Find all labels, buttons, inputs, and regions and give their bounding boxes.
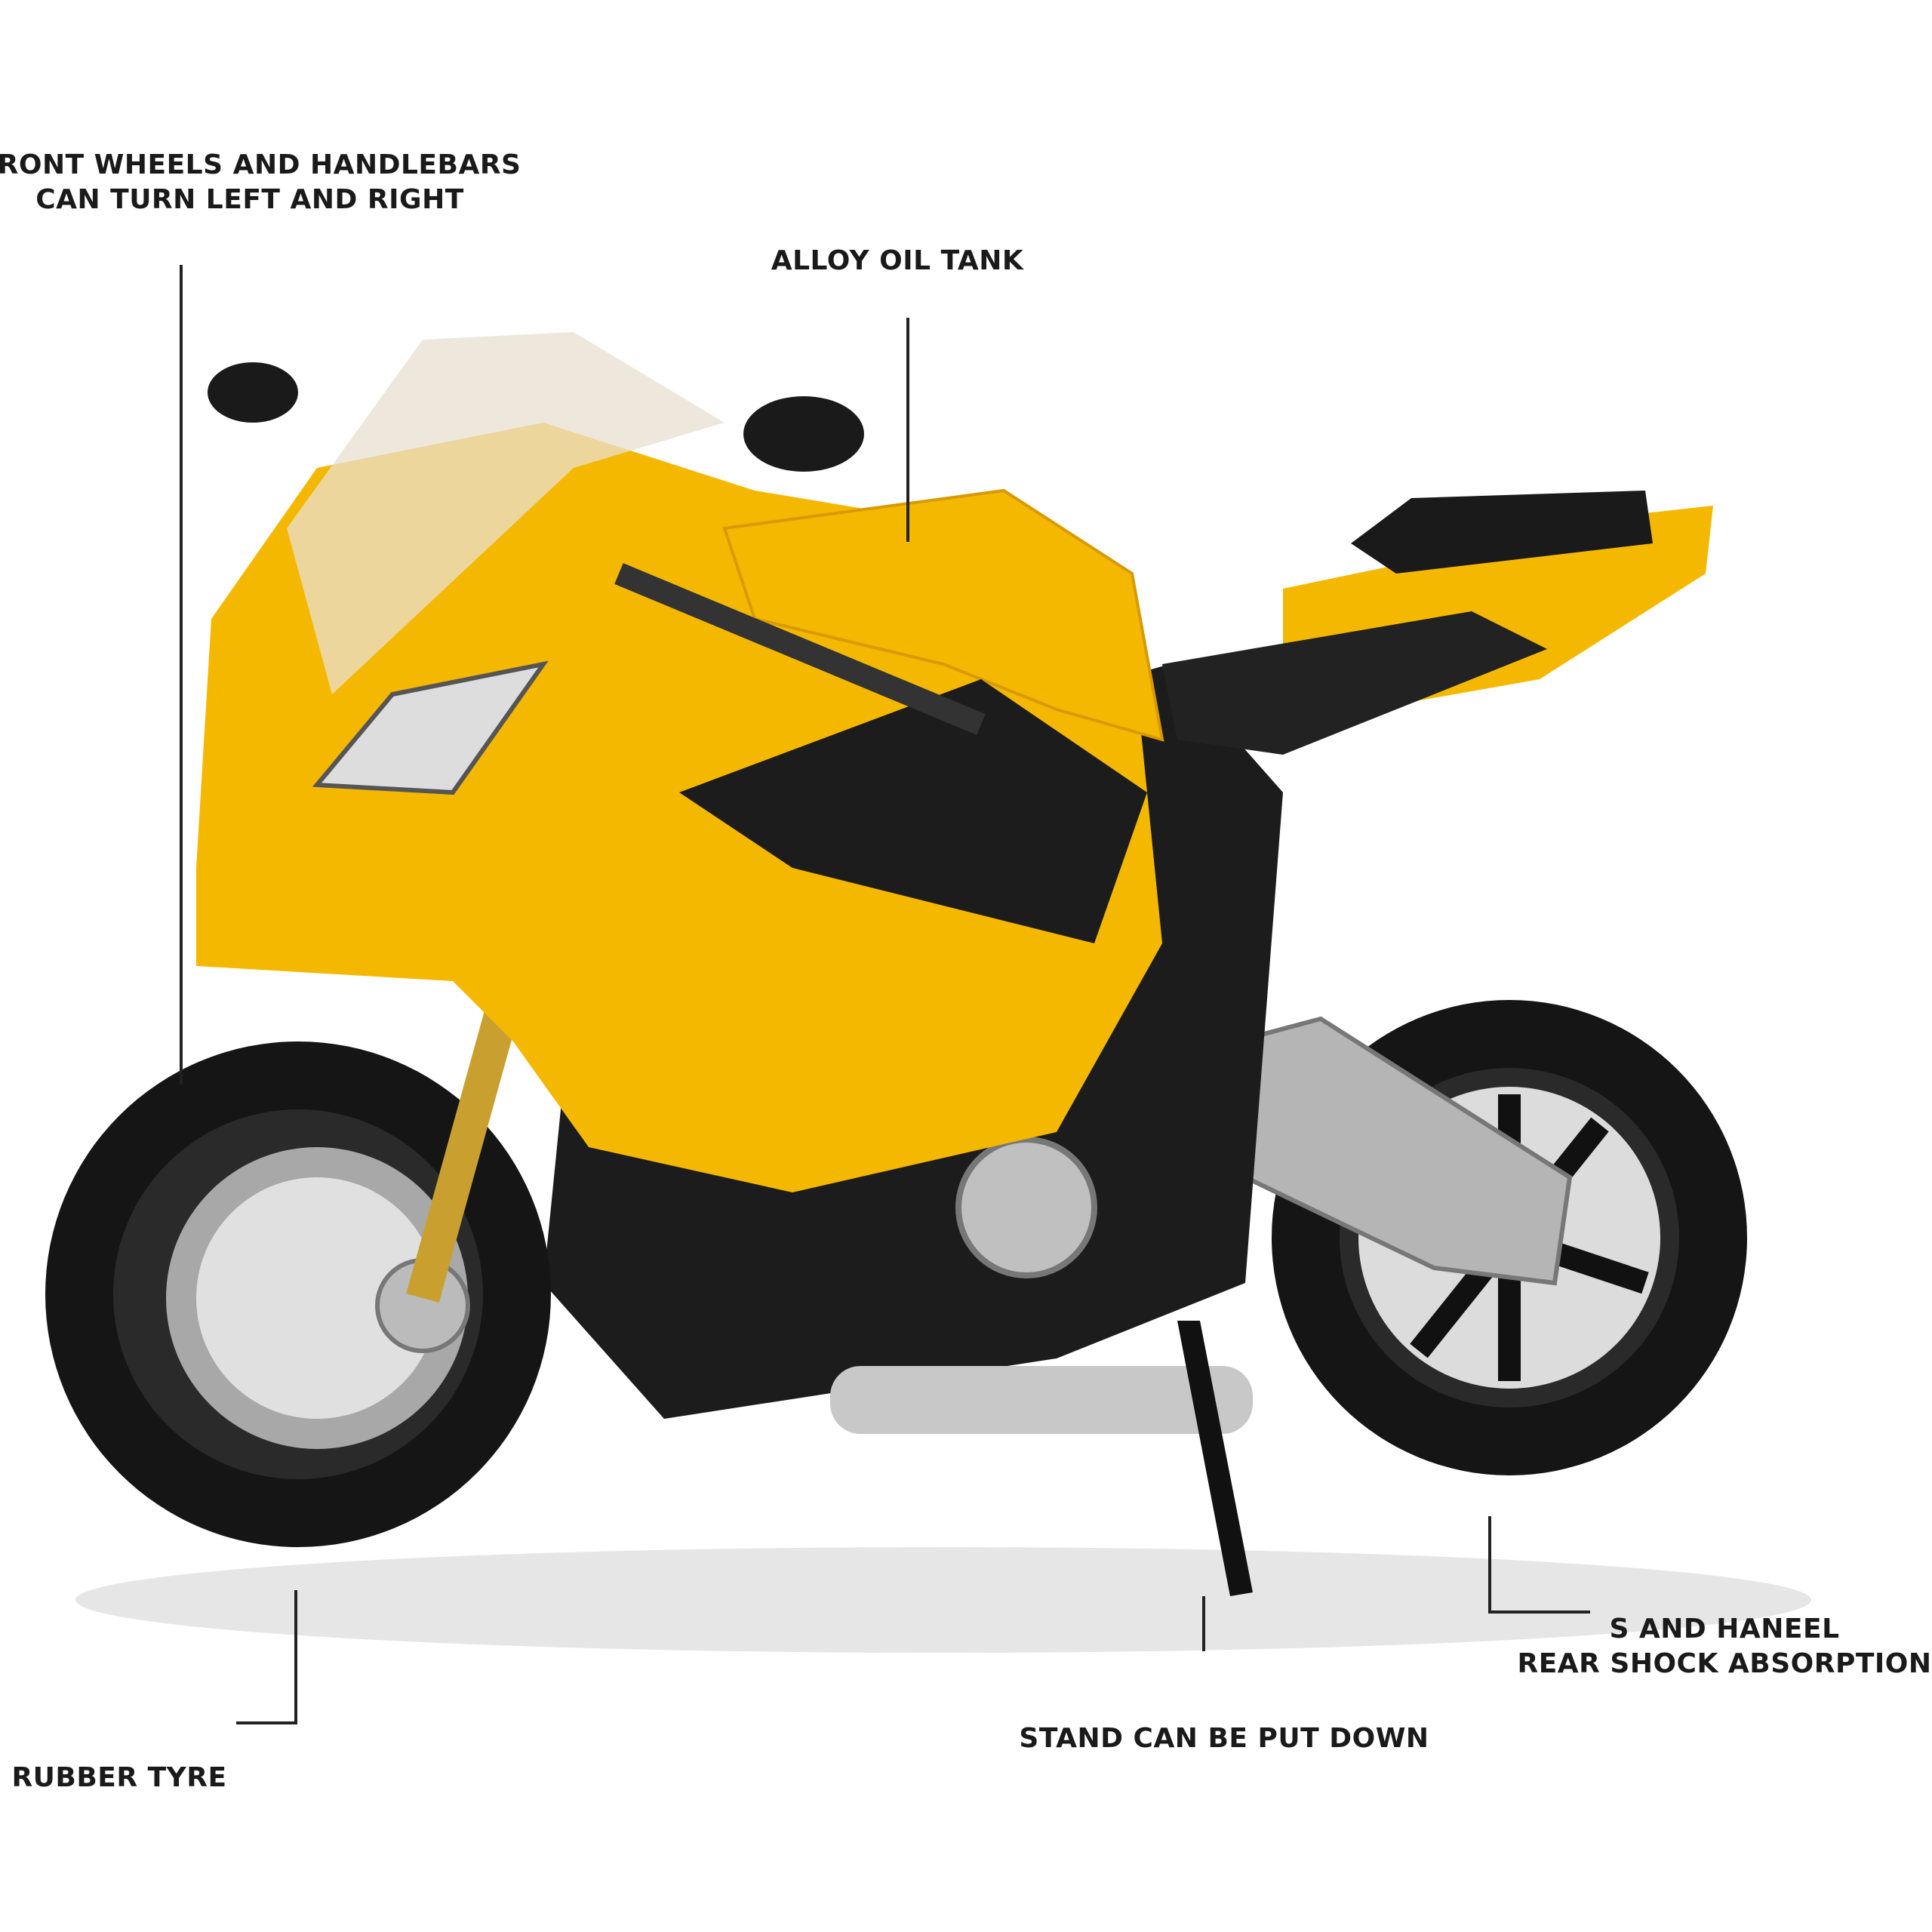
rubber-tyre-label: RUBBER TYRE xyxy=(11,1762,227,1793)
front-wheels-label-line1: FRONT WHEELS AND HANDLEBARS xyxy=(0,149,521,180)
front-wheels-leader-line xyxy=(180,265,183,1084)
handlebar xyxy=(614,563,986,735)
stand-label: STAND CAN BE PUT DOWN xyxy=(1019,1723,1429,1754)
rear-shock-label: S AND HANEEL REAR SHOCK ABSORPTION xyxy=(1517,1612,1931,1681)
oil-tank-label: ALLOY OIL TANK xyxy=(771,245,1024,276)
stand-leader-line xyxy=(1202,1596,1205,1651)
left-mirror xyxy=(208,362,298,423)
headlight xyxy=(312,660,549,795)
rear-shock-leader-line-horizontal xyxy=(1488,1611,1590,1614)
kickstand xyxy=(1177,1321,1253,1596)
right-mirror xyxy=(743,396,864,472)
tyre-leader-line-horizontal xyxy=(236,1721,297,1724)
rear-seat xyxy=(1351,491,1653,574)
exhaust xyxy=(830,1366,1253,1434)
engine-cover xyxy=(955,1137,1097,1278)
ground-shadow xyxy=(75,1547,1811,1653)
front-wheels-label: FRONT WHEELS AND HANDLEBARS CAN TURN LEF… xyxy=(0,148,521,217)
front-wheel xyxy=(45,1041,551,1547)
rear-shock-leader-line-vertical xyxy=(1488,1516,1491,1614)
side-panel-black xyxy=(679,679,1147,943)
tyre-leader-line-vertical xyxy=(294,1590,297,1724)
rear-shock-label-line1: S AND HANEEL xyxy=(1609,1614,1840,1644)
rear-shock-label-line2: REAR SHOCK ABSORPTION xyxy=(1517,1648,1932,1679)
tank xyxy=(722,488,1164,742)
windscreen xyxy=(287,332,724,694)
front-wheels-label-line2: CAN TURN LEFT AND RIGHT xyxy=(35,184,464,215)
seat xyxy=(1162,611,1547,755)
oil-tank-leader-line xyxy=(906,318,909,542)
